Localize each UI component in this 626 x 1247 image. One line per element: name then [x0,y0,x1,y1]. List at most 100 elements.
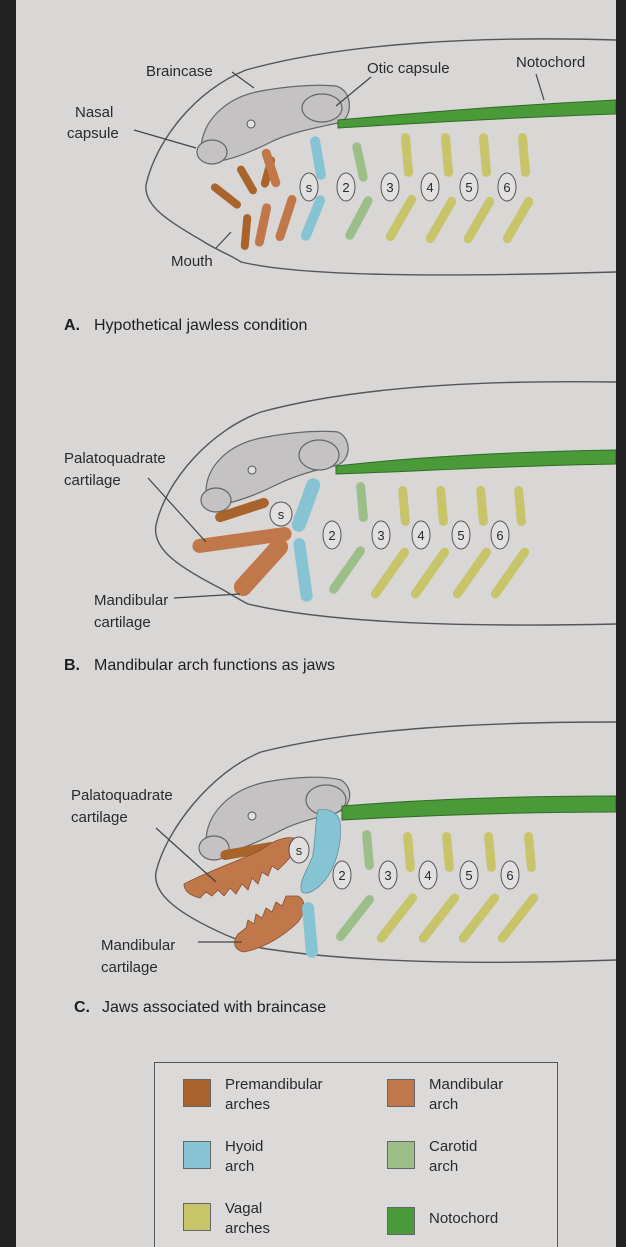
vagal-bar [501,195,535,245]
panel-c: s 2 3 4 5 6 Palatoquadrate cartilage Man… [71,722,616,1016]
jaw-evolution-diagram: s 2 3 4 5 6 Braincase Otic capsule Notoc… [16,0,616,1247]
panel-b-caption: Mandibular arch functions as jaws [94,657,335,674]
legend-item-vagal: Vagal arches [183,1199,355,1239]
legend: Premandibular arches Mandibular arch Hyo… [154,1062,558,1247]
carotid-bar [344,195,374,242]
mandibular-toothed [235,896,304,952]
arch-number: 2 [328,528,335,543]
vagal-bar [484,832,496,873]
vagal-bar [417,892,461,945]
panel-c-eye [248,812,256,820]
vagal-bar [436,486,448,527]
carotid-bar [356,482,368,523]
panel-b-eye [248,466,256,474]
vagal-bar [369,546,411,600]
legend-label: Hyoid arch [225,1137,355,1177]
label-mandibular-line1: Mandibular [94,592,168,609]
vagal-bar [514,486,526,527]
vagal-bar [401,133,414,178]
legend-swatch [387,1207,415,1235]
arch-number: 4 [426,180,433,195]
arch-number: 6 [506,868,513,883]
label-nasal-line1: Nasal [75,104,113,121]
arch-number: 2 [338,868,345,883]
vagal-bar [403,832,415,873]
hyoid-bar [290,476,322,533]
palatoquadrate-leader-line [148,478,206,542]
legend-swatch [183,1203,211,1231]
label-palatoquadrate-line2: cartilage [64,472,121,489]
vagal-bar [375,892,419,945]
legend-swatch [183,1079,211,1107]
panel-a-arch-numbers: s 2 3 4 5 6 [300,173,516,201]
mandibular-bar [254,203,272,248]
vagal-bar [462,195,496,245]
label-braincase: Braincase [146,63,213,80]
mandibular-leader-line [174,594,240,598]
arch-number: s [306,180,313,195]
panel-b-notochord [336,450,616,474]
vagal-bar [442,832,454,873]
label-nasal-line2: capsule [67,125,119,142]
arch-number: 2 [342,180,349,195]
label-mandibular-line1: Mandibular [101,937,175,954]
panel-b-otic-capsule [299,440,339,470]
carotid-bar [327,544,366,595]
vagal-bar [398,486,410,527]
mandibular-bar [274,194,297,242]
legend-swatch [387,1141,415,1169]
panel-a-otic-capsule [302,94,342,122]
panel-a-letter: A. [64,317,80,334]
legend-item-notochord: Notochord [387,1209,559,1235]
panel-a-nasal-capsule [197,140,227,164]
vagal-bar [457,892,501,945]
hyoid-bar [293,537,314,602]
arch-number: 5 [465,868,472,883]
label-otic-capsule: Otic capsule [367,60,450,77]
vagal-bar [479,133,492,178]
panel-b-nasal-capsule [201,488,231,512]
arch-number: 3 [377,528,384,543]
arch-number: 4 [417,528,424,543]
legend-swatch [183,1141,211,1169]
hyoid-bar [302,902,319,959]
legend-item-carotid: Carotid arch [387,1137,559,1177]
arch-number: 5 [457,528,464,543]
mouth-leader-line [216,232,231,248]
label-mandibular-line2: cartilage [94,614,151,631]
vagal-bar [441,133,454,178]
arch-number: 3 [384,868,391,883]
panel-a: s 2 3 4 5 6 Braincase Otic capsule Notoc… [64,39,616,334]
vagal-bar [424,195,458,245]
label-palatoquadrate-line1: Palatoquadrate [71,787,173,804]
panel-c-vagal-arches [375,832,540,945]
legend-label: Vagal arches [225,1199,355,1239]
vagal-bar [524,832,536,873]
panel-c-caption: Jaws associated with braincase [102,999,326,1016]
arch-number: 5 [465,180,472,195]
panel-c-letter: C. [74,999,90,1016]
carotid-bar [362,830,374,871]
notochord-leader-line [536,74,544,100]
panel-c-notochord [342,796,616,820]
figure-page: s 2 3 4 5 6 Braincase Otic capsule Notoc… [16,0,616,1247]
panel-b-letter: B. [64,657,80,674]
arch-number: 6 [496,528,503,543]
legend-label: Carotid arch [429,1137,559,1177]
legend-item-premandibular: Premandibular arches [183,1075,355,1115]
label-palatoquadrate-line2: cartilage [71,809,128,826]
arch-number: s [296,843,303,858]
nasal-leader-line [134,130,196,148]
carotid-bar [334,893,376,943]
label-notochord: Notochord [516,54,585,71]
legend-label: Mandibular arch [429,1075,559,1115]
panel-a-eye [247,120,255,128]
premandibular-bar [236,164,259,196]
legend-swatch [387,1079,415,1107]
panel-b: s 2 3 4 5 6 Palatoquadrate cartilage Man… [64,382,616,674]
arch-number: 3 [386,180,393,195]
label-mandibular-line2: cartilage [101,959,158,976]
arch-number: 4 [424,868,431,883]
legend-item-mandibular: Mandibular arch [387,1075,559,1115]
carotid-bar [351,142,368,183]
